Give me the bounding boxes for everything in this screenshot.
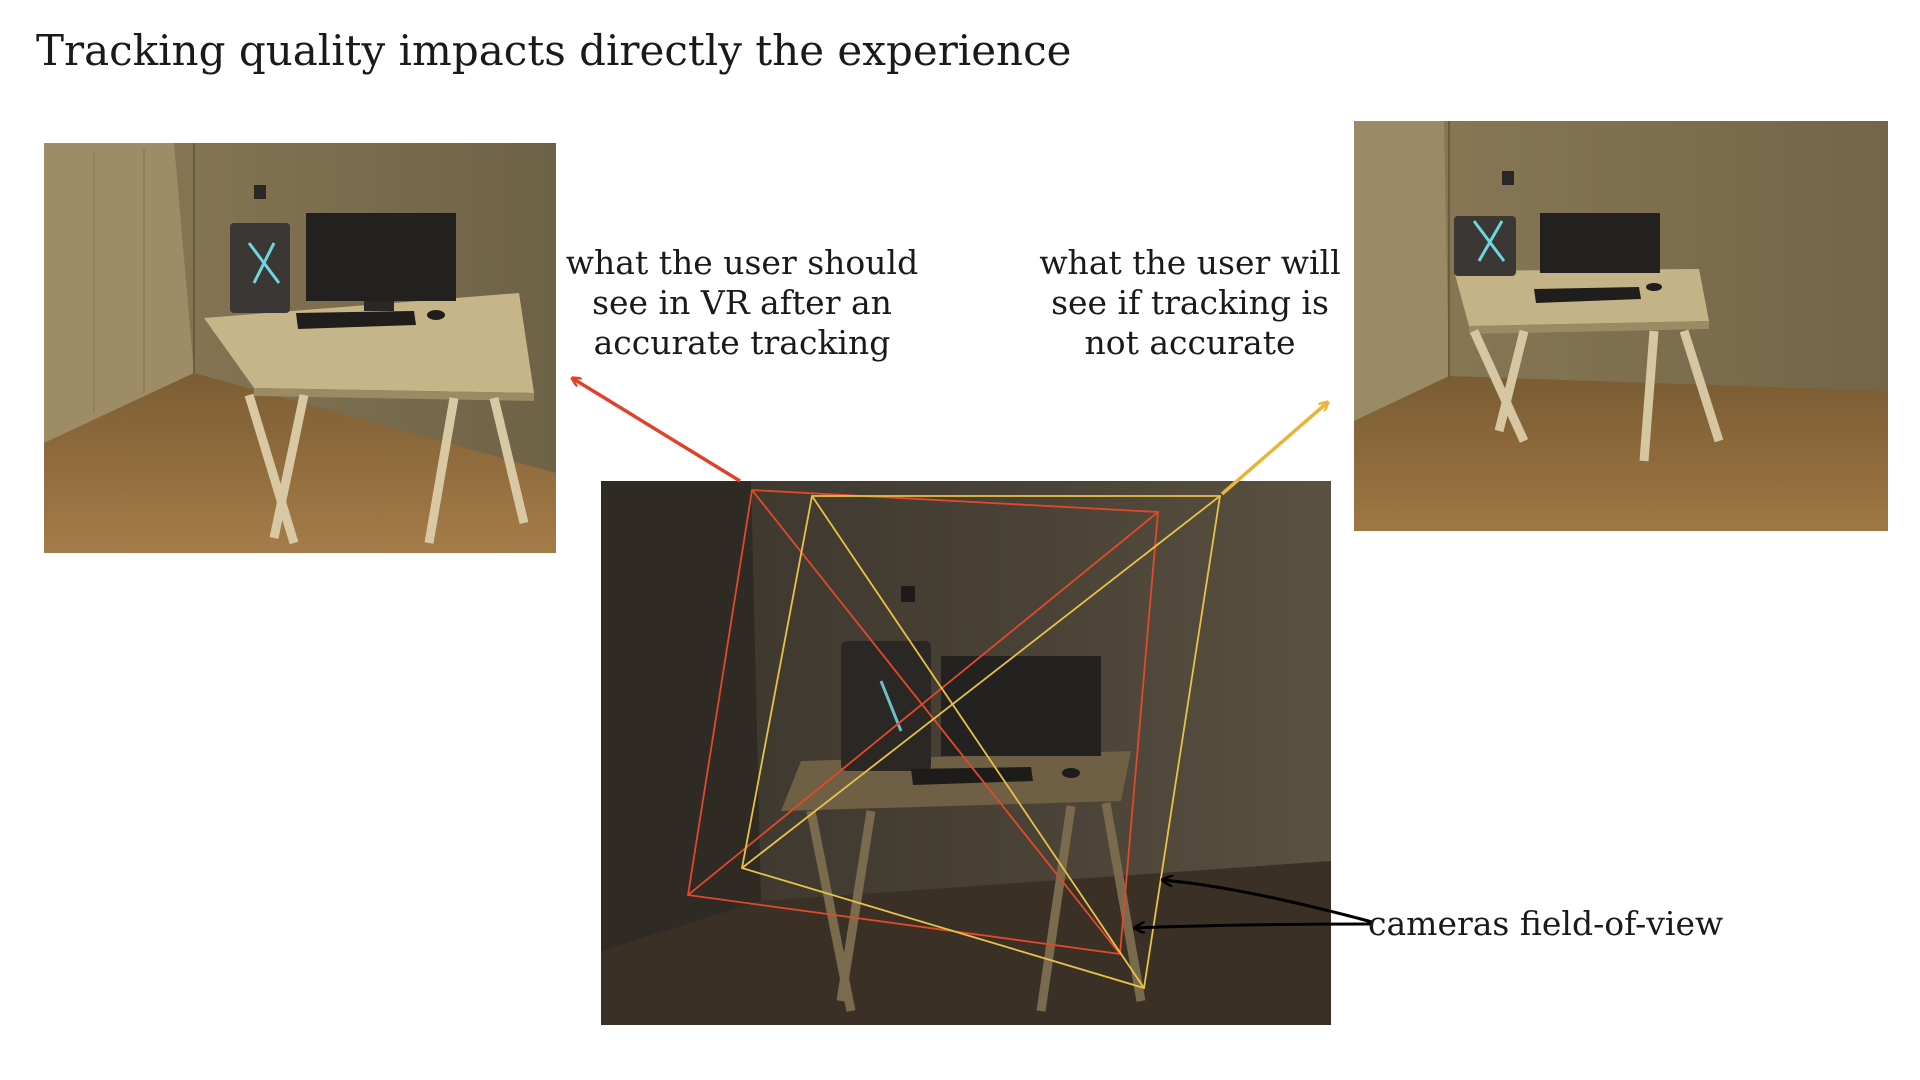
inaccurate-camera-frustum (740, 495, 1222, 990)
inaccurate-arrow (1220, 402, 1328, 496)
fov-pointer-upper (1162, 880, 1373, 924)
accurate-tracking-caption: what the user should see in VR after an … (565, 243, 919, 362)
cameras-fov-caption: cameras field-of-view (1368, 904, 1724, 943)
inaccurate-tracking-caption: what the user will see if tracking is no… (1039, 243, 1341, 362)
vr-render-accurate-image (44, 143, 556, 553)
vr-render-inaccurate-image (1354, 121, 1888, 531)
page-title: Tracking quality impacts directly the ex… (36, 26, 1072, 75)
fov-pointer-lower (1134, 924, 1373, 928)
accurate-camera-frustum (686, 489, 1159, 956)
accurate-arrow (572, 378, 741, 483)
